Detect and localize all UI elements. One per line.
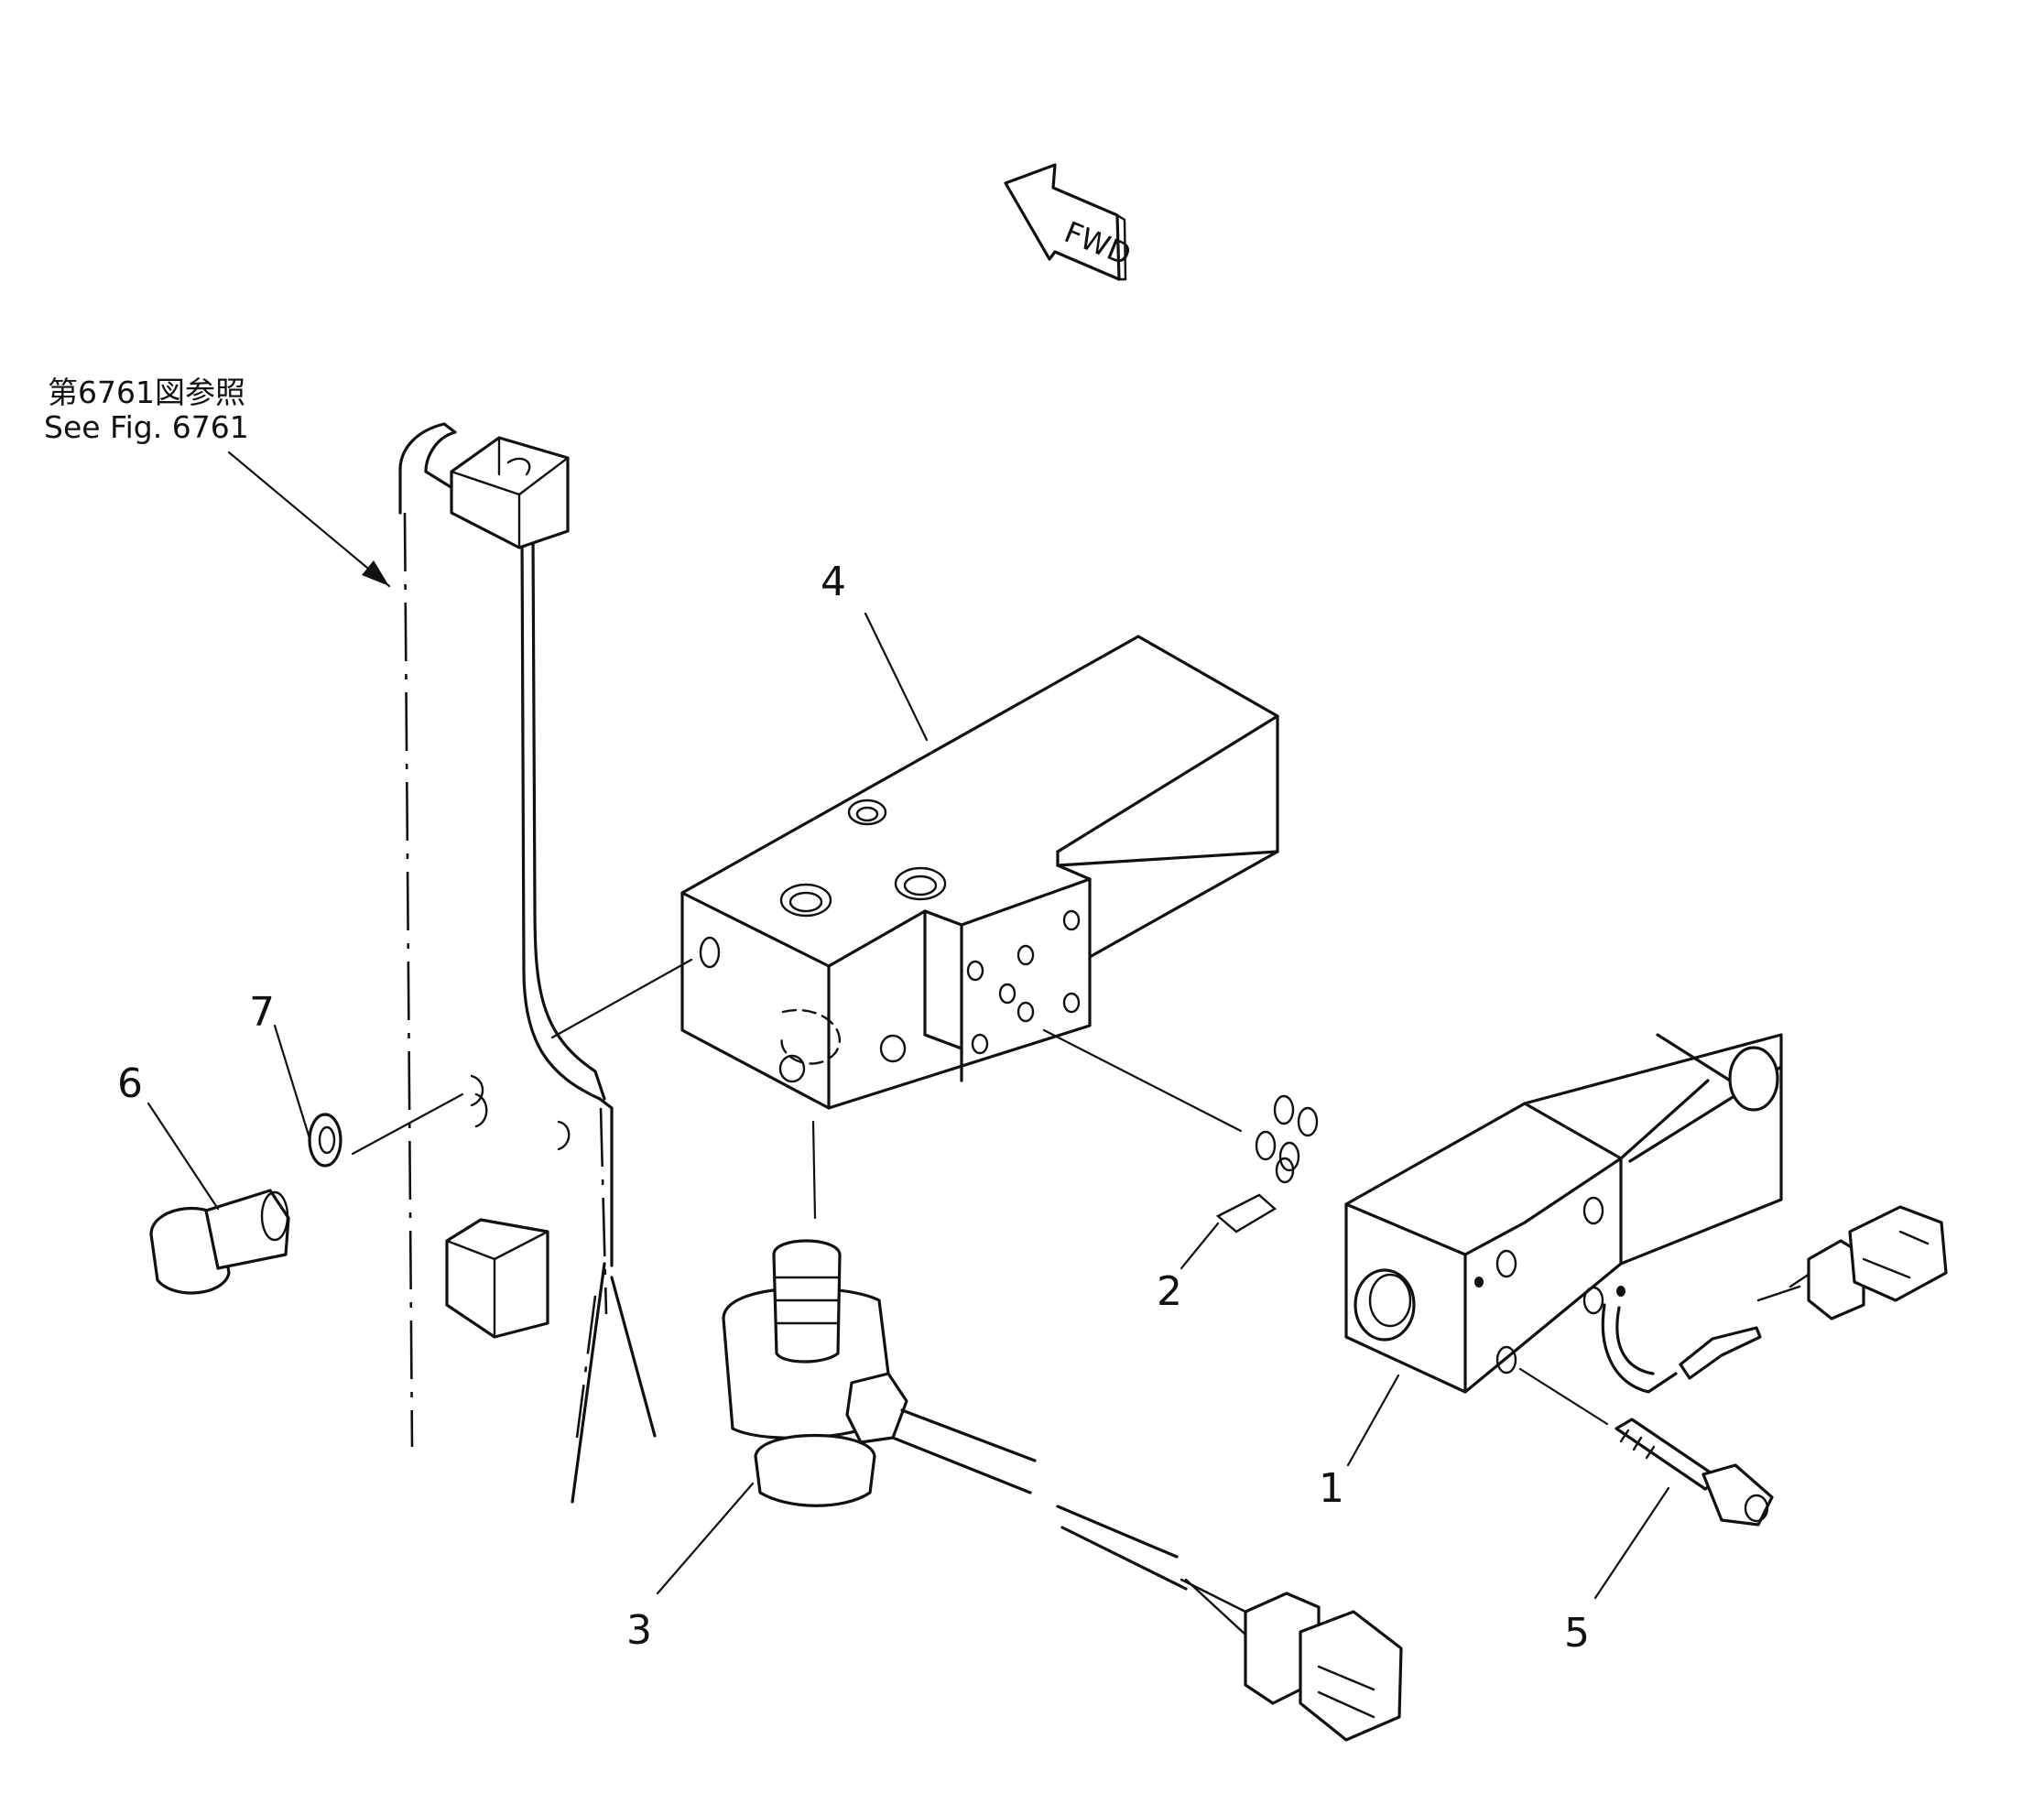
fwd-arrow-icon: FWD xyxy=(1004,163,1136,281)
part-number-4: 4 xyxy=(821,559,846,605)
solenoid-valve xyxy=(1344,1033,1948,1394)
bolt-and-washer xyxy=(149,1074,484,1295)
reference-note: 第6761図参照 See Fig. 6761 xyxy=(44,375,391,588)
leader-lines xyxy=(147,612,1670,1600)
part-number-labels: 1 2 3 4 5 6 7 xyxy=(117,559,1590,1657)
part-number-7: 7 xyxy=(249,989,275,1036)
part-number-5: 5 xyxy=(1564,1610,1590,1657)
bolt xyxy=(1518,1367,1774,1527)
part-number-2: 2 xyxy=(1157,1268,1182,1315)
part-number-3: 3 xyxy=(626,1607,652,1654)
valve-block xyxy=(550,635,1279,1110)
reference-arrowhead xyxy=(362,560,389,586)
part-number-1: 1 xyxy=(1319,1465,1344,1512)
pressure-sensor xyxy=(722,1120,1403,1742)
reference-en: See Fig. 6761 xyxy=(44,409,249,445)
reference-jp: 第6761図参照 xyxy=(48,375,245,410)
mounting-bracket xyxy=(398,422,657,1504)
part-number-6: 6 xyxy=(117,1060,143,1107)
o-rings xyxy=(1042,1028,1319,1270)
